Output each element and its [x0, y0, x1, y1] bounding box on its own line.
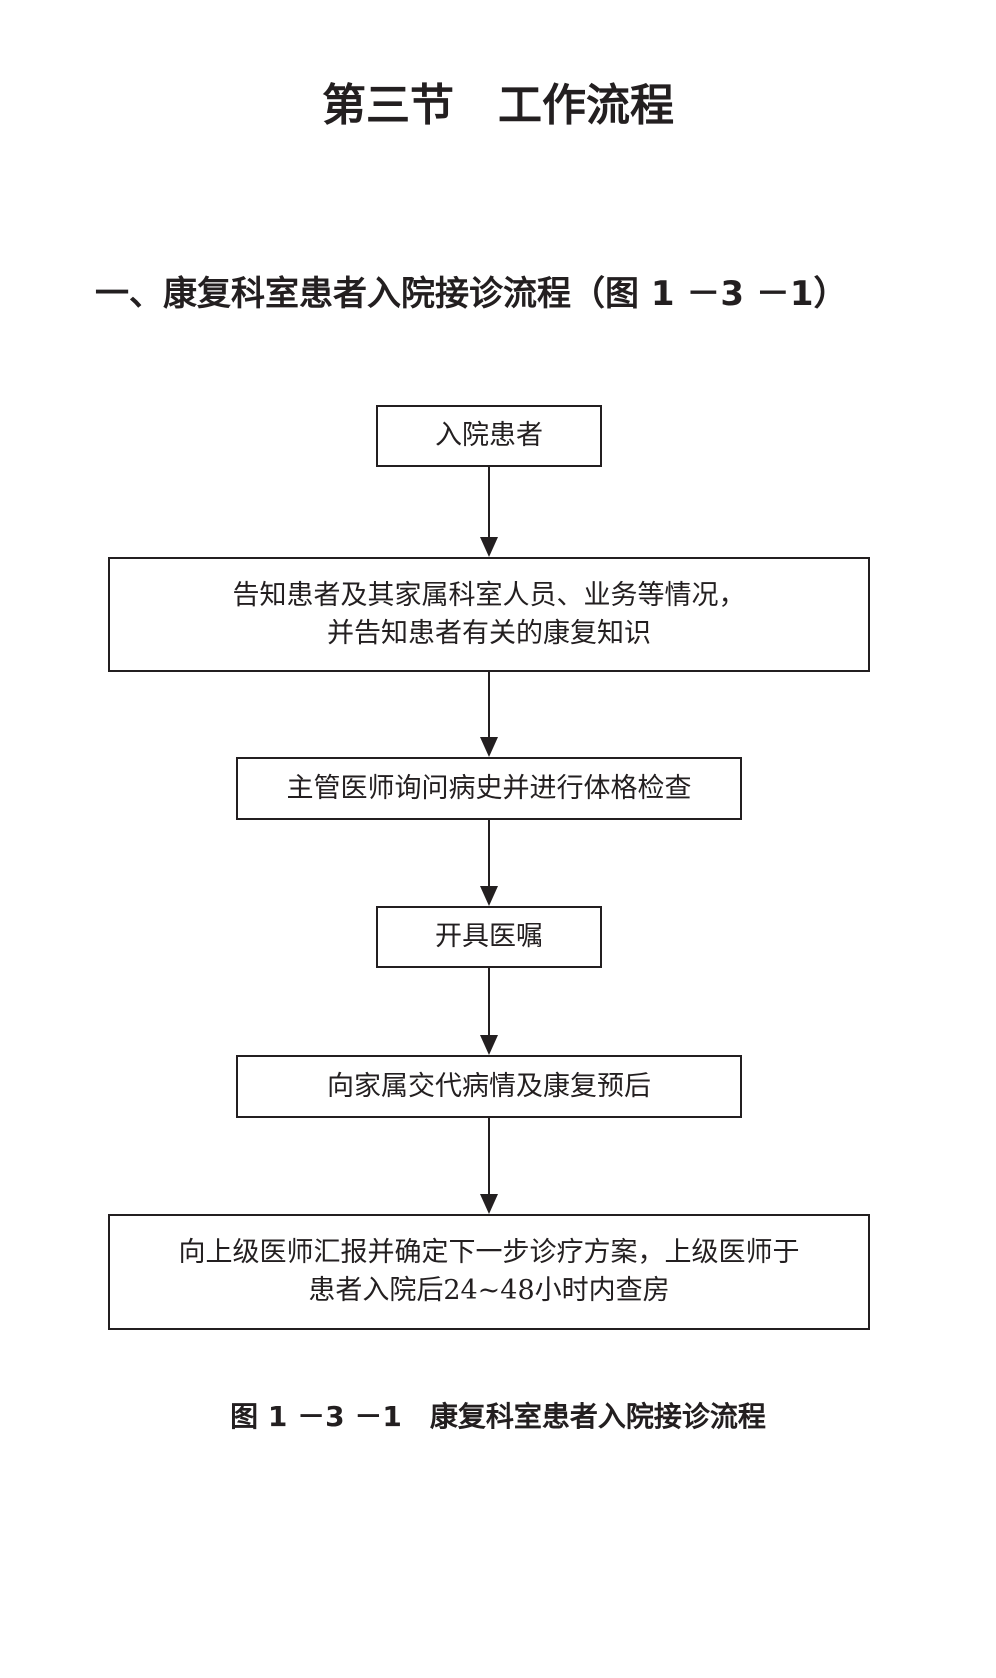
- flow-step-text: 患者入院后24~48小时内查房: [308, 1275, 670, 1306]
- flow-step-text: 入院患者: [435, 420, 543, 451]
- flow-arrow: [477, 672, 501, 757]
- subsection-heading: 一、康复科室患者入院接诊流程（图 1 －3 －1）: [95, 274, 848, 314]
- flow-arrow: [477, 820, 501, 906]
- flow-arrow: [477, 467, 501, 557]
- flow-step-text: 并告知患者有关的康复知识: [327, 617, 651, 649]
- flow-step-history-exam: 主管医师询问病史并进行体格检查: [236, 757, 742, 820]
- flow-step-text: 告知患者及其家属科室人员、业务等情况，: [232, 579, 746, 611]
- flow-arrow: [477, 968, 501, 1055]
- figure-caption: 图 1 －3 －1 康复科室患者入院接诊流程: [230, 1400, 766, 1433]
- flow-step-admitted-patient: 入院患者: [376, 405, 602, 467]
- flow-step-text: 开具医嘱: [435, 921, 543, 952]
- section-title: 第三节 工作流程: [322, 80, 674, 131]
- flow-step-orders: 开具医嘱: [376, 906, 602, 968]
- flow-step-text: 主管医师询问病史并进行体格检查: [286, 772, 692, 804]
- flow-arrow: [477, 1118, 501, 1214]
- flow-step-report-superior: 向上级医师汇报并确定下一步诊疗方案，上级医师于 患者入院后24~48小时内查房: [108, 1214, 870, 1330]
- flow-step-text: 向上级医师汇报并确定下一步诊疗方案，上级医师于: [178, 1237, 800, 1268]
- flow-step-explain-prognosis: 向家属交代病情及康复预后: [236, 1055, 742, 1118]
- flow-step-inform-family: 告知患者及其家属科室人员、业务等情况， 并告知患者有关的康复知识: [108, 557, 870, 672]
- flow-step-text: 向家属交代病情及康复预后: [327, 1070, 651, 1102]
